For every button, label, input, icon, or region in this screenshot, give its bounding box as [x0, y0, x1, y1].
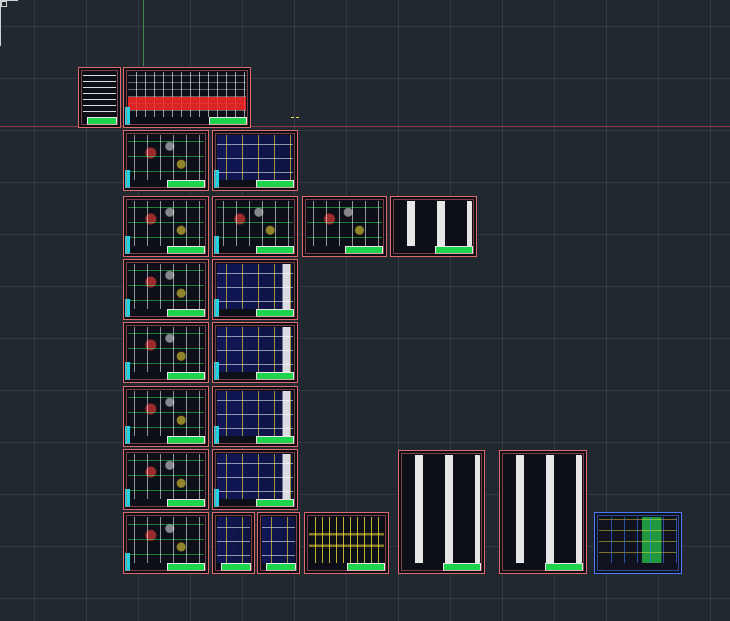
revision-strip [125, 489, 130, 507]
sheet-content [217, 327, 293, 372]
sheet-content [307, 201, 382, 246]
ucs-icon-origin [1, 1, 7, 7]
sheet-content [128, 517, 204, 563]
drawing-sheet[interactable] [212, 130, 298, 191]
sheet-content [83, 72, 116, 117]
revision-strip [125, 553, 130, 571]
ucs-icon [0, 0, 7, 46]
revision-strip [214, 489, 219, 507]
sheet-content [128, 72, 246, 117]
sheet-content [217, 517, 250, 563]
drawing-sheet-index[interactable] [78, 67, 121, 128]
title-block [256, 436, 294, 444]
sheet-content [217, 264, 293, 309]
drawing-sheet[interactable] [123, 322, 209, 383]
title-block [221, 563, 251, 571]
title-block [167, 499, 205, 507]
sheet-content [128, 327, 204, 372]
sheet-content [128, 201, 204, 246]
title-block [209, 117, 247, 125]
title-block [167, 563, 205, 571]
revision-strip [125, 236, 130, 254]
revision-strip [125, 426, 130, 444]
drawing-sheet[interactable] [212, 322, 298, 383]
drawing-sheet[interactable] [212, 386, 298, 447]
title-block [167, 309, 205, 317]
drawing-sheet-elevation[interactable] [304, 512, 389, 574]
sheet-content [217, 135, 293, 180]
title-block [167, 180, 205, 188]
title-block [256, 372, 294, 380]
revision-strip [125, 170, 130, 188]
title-block [266, 563, 296, 571]
drawing-sheet-diagram[interactable] [594, 512, 682, 574]
sheet-content [217, 391, 293, 436]
revision-strip [214, 426, 219, 444]
revision-strip [125, 107, 130, 125]
title-block [167, 246, 205, 254]
drawing-sheet[interactable] [123, 259, 209, 320]
sheet-content [128, 391, 204, 436]
sheet-content [395, 201, 472, 246]
sheet-content [217, 454, 293, 499]
sheet-content [403, 455, 480, 563]
title-block [256, 309, 294, 317]
drawing-sheet[interactable] [123, 512, 209, 574]
drawing-sheet[interactable] [212, 449, 298, 510]
revision-strip [125, 299, 130, 317]
sheet-content [128, 135, 204, 180]
drawing-sheet[interactable] [302, 196, 387, 257]
title-block [443, 563, 481, 571]
dashed-leader [291, 117, 299, 120]
title-block [256, 180, 294, 188]
sheet-content [599, 517, 677, 563]
revision-strip [214, 236, 219, 254]
title-block [435, 246, 473, 254]
title-block [345, 246, 383, 254]
drawing-sheet-large[interactable] [398, 450, 485, 574]
x-axis-line [0, 126, 730, 127]
revision-strip [125, 362, 130, 380]
title-block [87, 117, 117, 125]
revision-strip [214, 170, 219, 188]
sheet-content [504, 455, 582, 563]
revision-strip [214, 362, 219, 380]
ucs-icon-x-arm [0, 0, 18, 1]
sheet-content [309, 517, 384, 563]
title-block [545, 563, 583, 571]
drawing-sheet[interactable] [212, 196, 298, 257]
drawing-sheet[interactable] [212, 259, 298, 320]
drawing-sheet[interactable] [123, 386, 209, 447]
drawing-sheet-schedule[interactable] [123, 67, 251, 128]
title-block [256, 499, 294, 507]
title-block [256, 246, 294, 254]
title-block [167, 372, 205, 380]
sheet-content [217, 201, 293, 246]
revision-strip [214, 299, 219, 317]
title-block [167, 436, 205, 444]
drawing-sheet-small[interactable] [257, 512, 300, 574]
sheet-content [262, 517, 295, 563]
sheet-content [128, 264, 204, 309]
y-axis-line [143, 0, 144, 66]
drawing-sheet[interactable] [123, 130, 209, 191]
sheet-content [128, 454, 204, 499]
drawing-sheet[interactable] [390, 196, 477, 257]
drawing-sheet-large[interactable] [499, 450, 587, 574]
drawing-sheet[interactable] [123, 449, 209, 510]
drawing-sheet-small[interactable] [212, 512, 255, 574]
drawing-sheet[interactable] [123, 196, 209, 257]
title-block [347, 563, 385, 571]
